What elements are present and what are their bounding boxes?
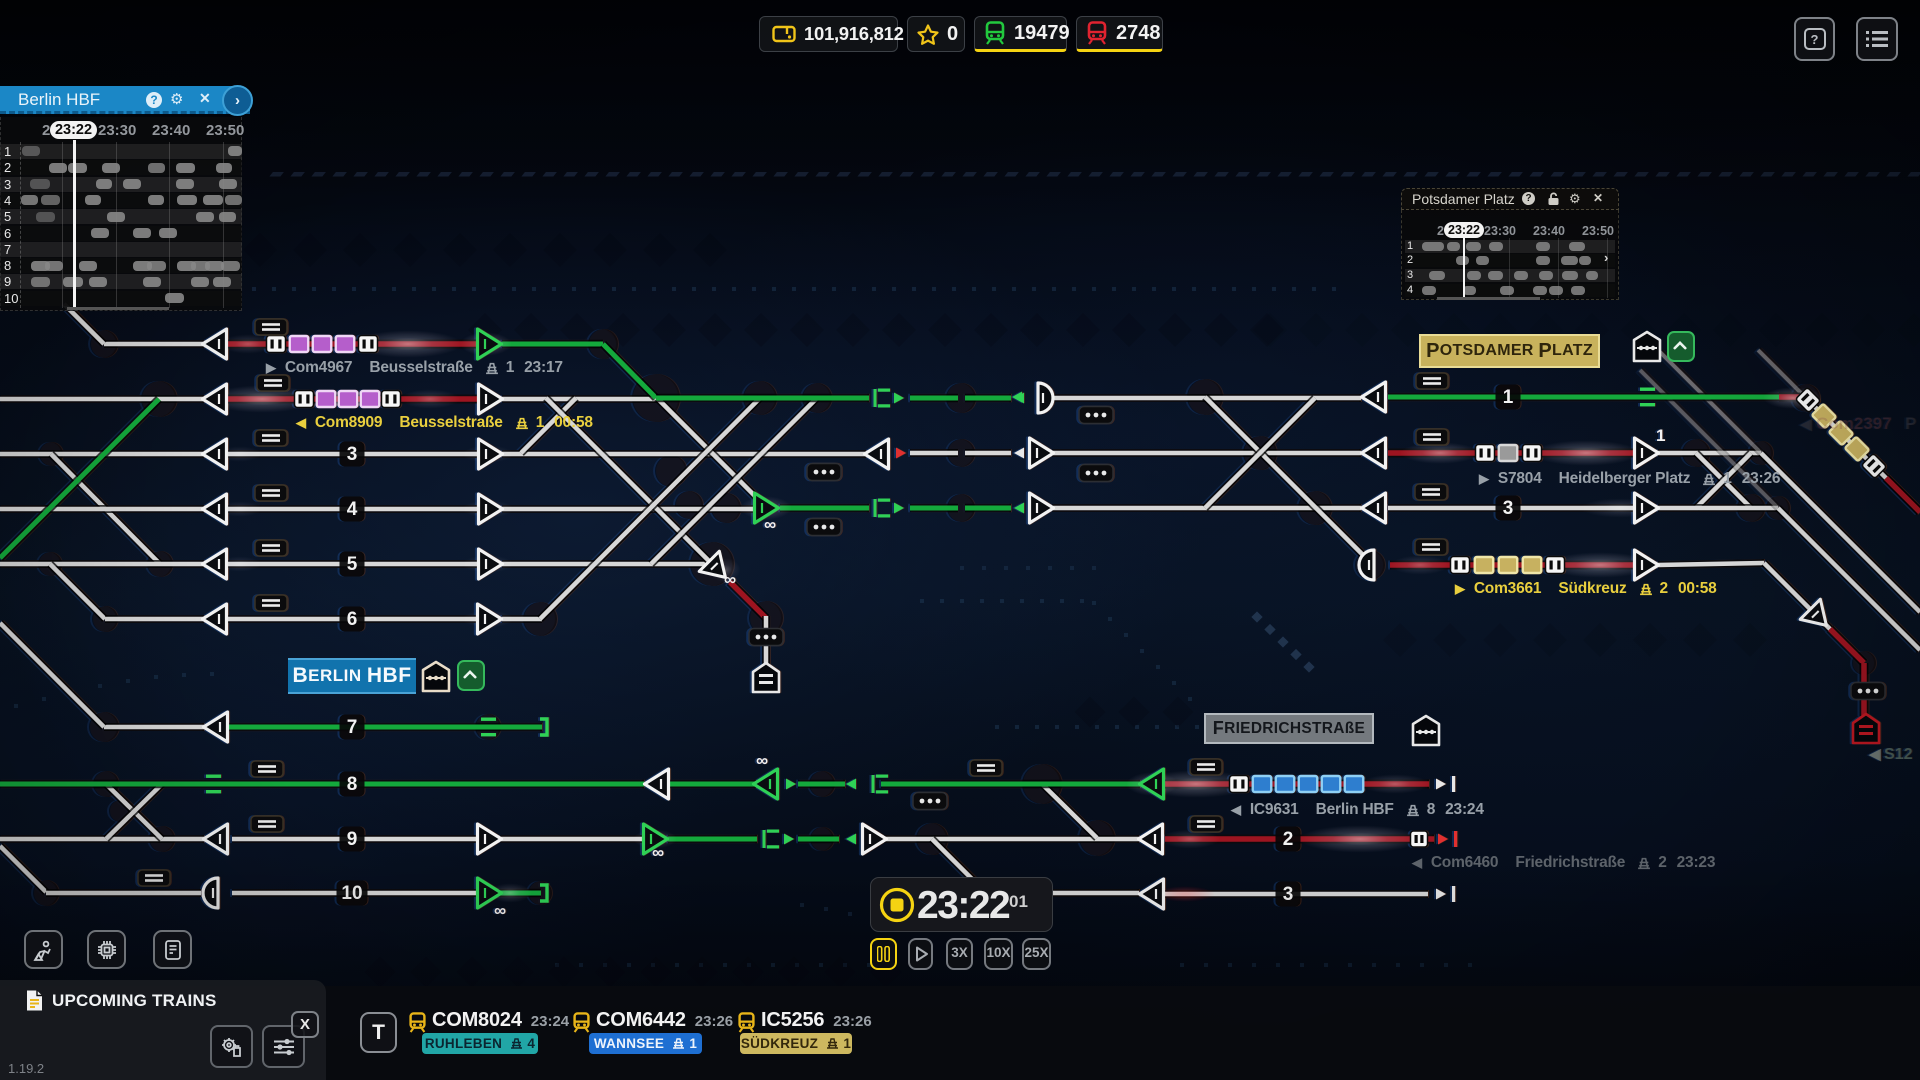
svg-text:3: 3: [347, 444, 358, 465]
svg-text:4: 4: [347, 499, 358, 520]
svg-text:5: 5: [347, 554, 358, 575]
svg-text:S12: S12: [1884, 746, 1913, 763]
svg-text:◀: ◀: [1868, 746, 1881, 763]
svg-text:7: 7: [347, 717, 358, 738]
svg-text:2: 2: [1283, 829, 1294, 850]
svg-text:∞: ∞: [724, 570, 736, 589]
svg-text:∞: ∞: [756, 751, 768, 770]
svg-text:Com2397: Com2397: [1816, 414, 1892, 433]
svg-text:9: 9: [347, 829, 358, 850]
svg-text:1: 1: [1656, 426, 1665, 445]
svg-text:∞: ∞: [494, 901, 506, 920]
svg-text:8: 8: [347, 774, 358, 795]
svg-text:P: P: [1905, 414, 1916, 433]
svg-text:10: 10: [341, 883, 362, 904]
svg-text:3: 3: [1503, 498, 1514, 519]
svg-text:3: 3: [1283, 884, 1294, 905]
svg-text:1: 1: [1503, 387, 1514, 408]
svg-text:◀: ◀: [1799, 416, 1812, 433]
svg-text:∞: ∞: [764, 515, 776, 534]
svg-text:6: 6: [347, 609, 358, 630]
svg-text:∞: ∞: [652, 843, 664, 862]
